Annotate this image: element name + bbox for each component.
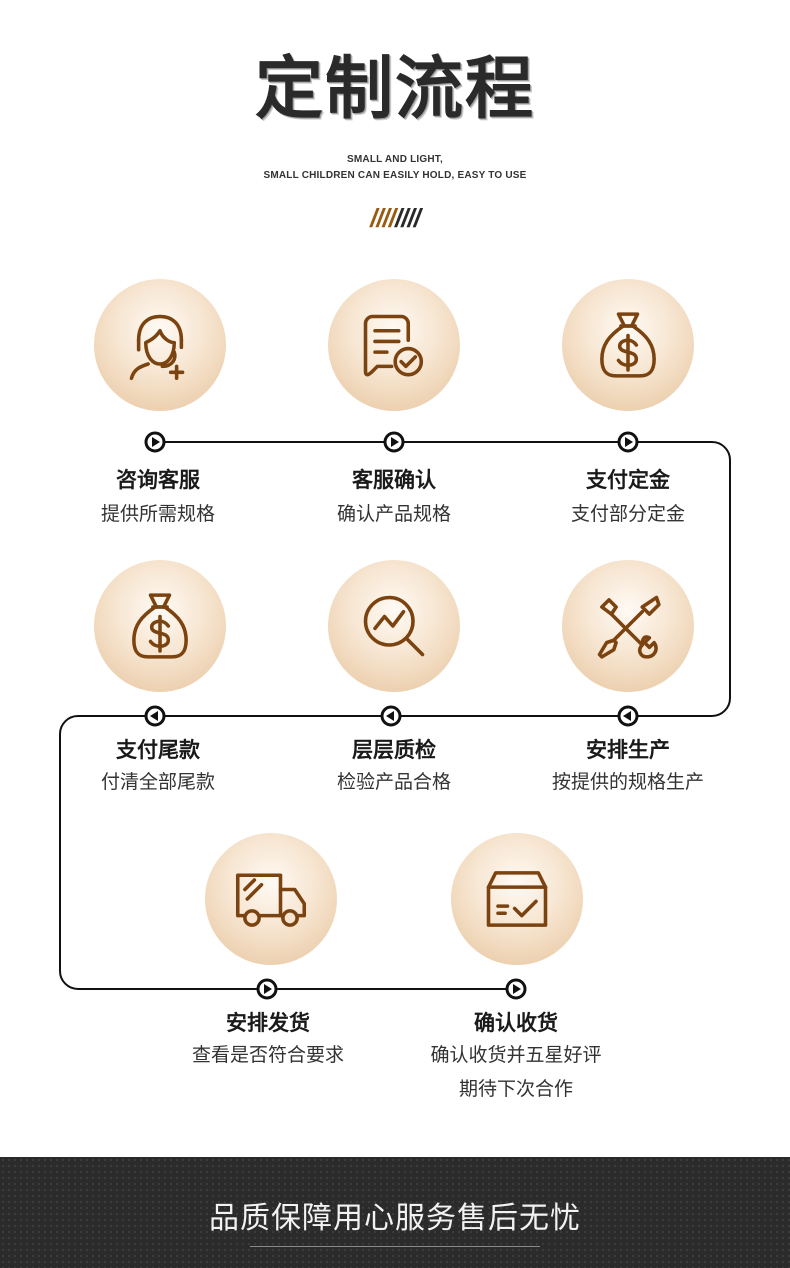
step-6-title: 安排生产 [586, 738, 670, 762]
wrench-screwdriver-icon [597, 595, 661, 659]
slashes-dark: //// [395, 203, 421, 233]
step-8-marker-icon [505, 978, 527, 1000]
customer-service-icon [129, 314, 185, 381]
step-7-marker-icon [256, 978, 278, 1000]
step-2-title: 客服确认 [352, 468, 436, 492]
step-2-marker-icon [383, 431, 405, 453]
slashes-gold: //// [370, 203, 396, 233]
subtitle-line-1: SMALL AND LIGHT, [347, 154, 443, 165]
step-1-circle [94, 279, 226, 411]
delivery-truck-icon [235, 873, 307, 927]
document-check-icon [363, 314, 424, 377]
step-7-circle [205, 833, 337, 965]
step-2-desc: 确认产品规格 [336, 503, 451, 525]
step-1-marker-icon [144, 431, 166, 453]
step-8-title: 确认收货 [474, 1011, 558, 1035]
footer-underline [250, 1246, 540, 1247]
subtitle-line-2: SMALL CHILDREN CAN EASILY HOLD, EASY TO … [263, 170, 527, 181]
step-6-marker-icon [617, 705, 639, 727]
step-5-desc: 检验产品合格 [336, 771, 451, 793]
step-3-title: 支付定金 [586, 468, 670, 492]
step-4-title: 支付尾款 [116, 738, 200, 762]
step-5-circle [328, 560, 460, 692]
step-4-circle [94, 560, 226, 692]
step-8-desc-2: 期待下次合作 [458, 1078, 573, 1100]
step-8-circle [451, 833, 583, 965]
package-box-icon [486, 871, 548, 927]
step-5-title: 层层质检 [352, 738, 436, 762]
step-1-desc: 提供所需规格 [100, 503, 215, 525]
step-5-marker-icon [380, 705, 402, 727]
step-4-desc: 付清全部尾款 [100, 771, 215, 793]
footer-slogan: 品质保障用心服务售后无忧 [209, 1201, 581, 1236]
step-1-title: 咨询客服 [116, 468, 200, 492]
step-7-desc: 查看是否符合要求 [191, 1044, 344, 1066]
decorative-slashes: //////// [0, 203, 790, 234]
money-bag-icon [132, 593, 188, 659]
step-6-desc: 按提供的规格生产 [551, 771, 704, 793]
page-title: 定制流程 [254, 50, 535, 129]
footer-band [0, 1157, 790, 1268]
money-bag-icon [600, 312, 656, 378]
step-8-desc: 确认收货并五星好评 [430, 1044, 602, 1066]
step-7-title: 安排发货 [226, 1011, 310, 1035]
step-3-marker-icon [617, 431, 639, 453]
magnifier-chart-icon [363, 595, 425, 657]
step-2-circle [328, 279, 460, 411]
step-6-circle [562, 560, 694, 692]
step-3-desc: 支付部分定金 [570, 503, 685, 525]
step-3-circle [562, 279, 694, 411]
step-4-marker-icon [144, 705, 166, 727]
